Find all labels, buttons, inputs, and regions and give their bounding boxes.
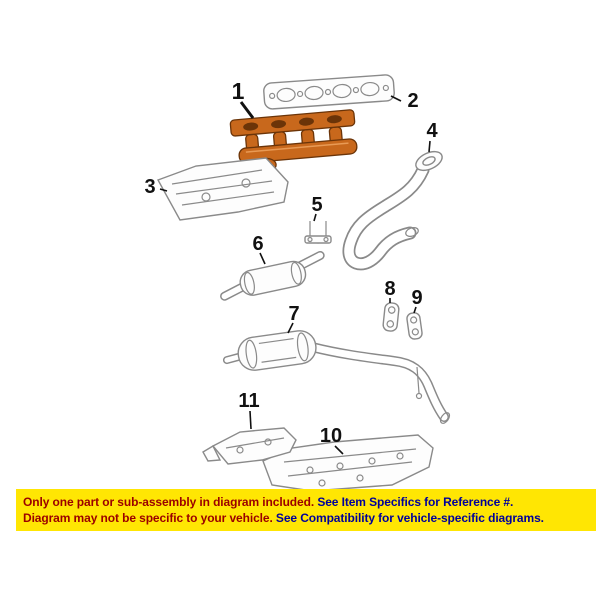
callout-11-leader bbox=[249, 410, 252, 430]
callout-10: 10 bbox=[320, 425, 342, 447]
callout-2: 2 bbox=[407, 90, 418, 112]
callouts: 1 2 3 4 5 6 7 8 9 10 11 bbox=[144, 78, 438, 455]
part-9-exhaust-hanger bbox=[406, 312, 423, 340]
part-11-heat-shield bbox=[202, 427, 297, 465]
callout-10-leader bbox=[334, 445, 344, 455]
banner-line1-text-red: Only one part or sub-assembly in diagram… bbox=[23, 495, 315, 509]
callout-1-leader bbox=[239, 101, 255, 119]
part-7-muffler-tailpipe bbox=[222, 330, 451, 424]
banner-line2-text-red: Diagram may not be specific to your vehi… bbox=[23, 511, 273, 525]
part-6-catalytic-converter bbox=[220, 250, 325, 301]
callout-6-leader bbox=[259, 252, 266, 265]
callout-11: 11 bbox=[238, 390, 259, 412]
callout-5: 5 bbox=[311, 194, 322, 216]
part-8-exhaust-hanger bbox=[382, 302, 400, 332]
banner-line1-text-blue: See Item Specifics for Reference #. bbox=[317, 495, 514, 509]
part-4-front-exhaust-pipe bbox=[342, 150, 443, 271]
callout-7-leader bbox=[287, 322, 294, 334]
callout-1: 1 bbox=[232, 78, 245, 104]
callout-4: 4 bbox=[426, 120, 438, 142]
part-10-muffler-heat-shield bbox=[262, 434, 434, 492]
callout-9-leader bbox=[413, 306, 417, 314]
part-3-manifold-heat-shield bbox=[156, 157, 289, 221]
banner-line-1: Only one part or sub-assembly in diagram… bbox=[23, 494, 589, 510]
part-2-manifold-gasket bbox=[263, 74, 395, 110]
callout-6: 6 bbox=[252, 233, 263, 255]
callout-9: 9 bbox=[411, 287, 422, 309]
part-5-exhaust-clamp bbox=[304, 221, 332, 244]
banner-line2-text-blue: See Compatibility for vehicle-specific d… bbox=[275, 511, 544, 525]
callout-5-leader bbox=[313, 213, 317, 222]
callout-8: 8 bbox=[384, 278, 395, 300]
disclaimer-banner: Only one part or sub-assembly in diagram… bbox=[16, 489, 596, 531]
banner-line-2: Diagram may not be specific to your vehi… bbox=[23, 510, 589, 526]
callout-7: 7 bbox=[288, 303, 299, 325]
callout-3-leader bbox=[159, 188, 168, 192]
callout-4-leader bbox=[428, 140, 431, 153]
callout-2-leader bbox=[390, 95, 402, 102]
callout-3: 3 bbox=[144, 176, 155, 198]
